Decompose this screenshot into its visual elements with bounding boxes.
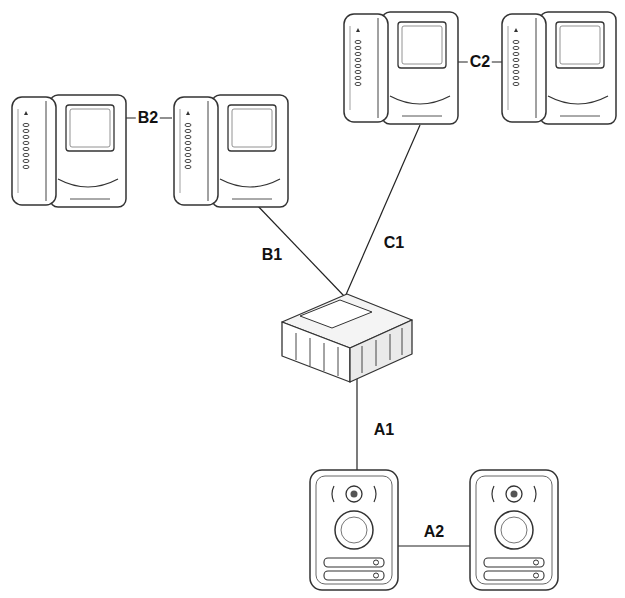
video-monitor xyxy=(502,12,616,124)
wire-a2 xyxy=(398,545,470,546)
wire-label: C1 xyxy=(382,234,406,252)
central-unit xyxy=(282,294,412,382)
wire-label: B2 xyxy=(136,109,160,127)
outdoor-panel xyxy=(310,470,398,590)
video-monitor xyxy=(174,95,288,207)
wire-label: C2 xyxy=(468,53,492,71)
wire-label: B1 xyxy=(260,246,284,264)
wire-c1 xyxy=(345,125,420,297)
outdoor-panel xyxy=(470,470,558,590)
wire-b1 xyxy=(255,203,345,297)
wire-label: A1 xyxy=(372,421,396,439)
wire-label: A2 xyxy=(422,523,446,541)
wire-a1 xyxy=(356,376,357,470)
video-monitor xyxy=(12,95,126,207)
video-monitor xyxy=(344,12,458,124)
